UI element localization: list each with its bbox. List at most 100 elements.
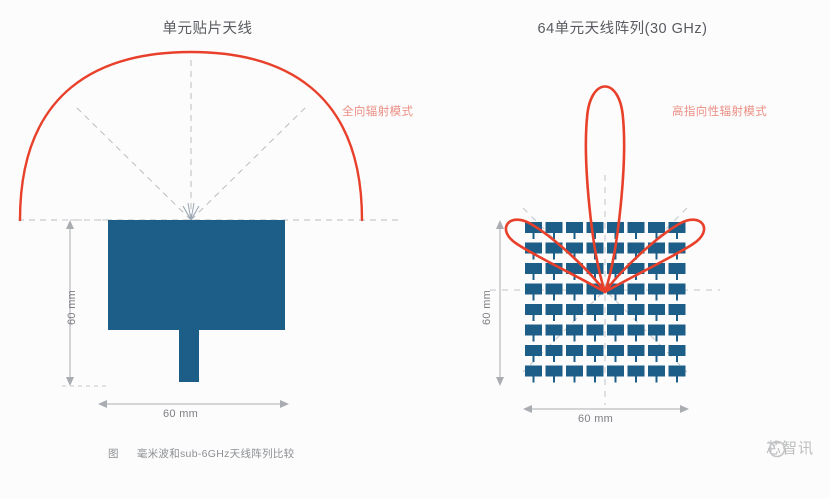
array-element-patch	[545, 283, 563, 295]
patch-antenna-body	[108, 220, 285, 330]
array-element-stub	[532, 253, 535, 260]
array-element-stub	[676, 253, 678, 260]
dimension-arrow-down-icon-right	[496, 377, 504, 386]
array-element-patch	[545, 345, 563, 356]
array-element-patch	[607, 324, 624, 336]
dimension-arrow-up-icon	[66, 220, 74, 229]
array-element-stub	[635, 233, 637, 239]
array-element-stub	[614, 294, 617, 301]
array-element-stub	[532, 274, 535, 280]
array-element-patch	[566, 324, 583, 336]
array-element-patch	[648, 222, 665, 233]
array-element-patch	[545, 365, 563, 377]
array-element-stub	[532, 356, 535, 362]
array-element-stub	[676, 315, 678, 321]
array-element-stub	[553, 294, 555, 301]
side-lobe-right-pattern	[603, 218, 706, 294]
array-element-stub	[614, 356, 617, 362]
array-element-stub	[573, 233, 576, 239]
array-element-patch	[566, 283, 583, 295]
array-element-patch	[668, 283, 686, 295]
array-element-patch	[545, 242, 563, 254]
array-element-patch	[627, 345, 645, 356]
array-element-stub	[573, 253, 576, 260]
array-element-patch	[668, 345, 686, 356]
array-element-stub	[655, 233, 658, 239]
array-element-stub	[635, 335, 637, 342]
array-element-patch	[607, 283, 624, 295]
array-element-stub	[676, 356, 678, 362]
array-diagonal-dashed-2	[522, 207, 688, 373]
array-element-stub	[553, 315, 555, 321]
array-element-patch	[566, 242, 583, 254]
array-element-stub	[553, 274, 555, 280]
array-element-stub	[594, 376, 596, 383]
watermark-text: 芯智讯	[765, 439, 814, 457]
array-element-stub	[655, 356, 658, 362]
patch-antenna-feed-stub	[179, 330, 199, 382]
array-element-patch	[627, 283, 645, 295]
array-element-patch	[607, 345, 624, 356]
array-element-patch	[525, 242, 542, 254]
array-element-patch	[668, 222, 686, 233]
antenna-array-elements	[525, 222, 686, 383]
array-element-patch	[627, 222, 645, 233]
panel-title-64-array: 64单元天线阵列(30 GHz)	[537, 21, 708, 37]
array-element-stub	[594, 356, 596, 362]
array-element-patch	[566, 222, 583, 233]
omnidirectional-radiation-pattern	[18, 50, 364, 222]
dimension-arrow-up-icon-right	[496, 220, 504, 229]
array-element-stub	[553, 233, 555, 239]
array-element-stub	[532, 376, 535, 383]
array-element-patch	[545, 222, 563, 233]
array-element-stub	[573, 274, 576, 280]
array-element-stub	[553, 376, 555, 383]
array-diagram	[490, 85, 720, 413]
array-element-patch	[668, 242, 686, 254]
array-element-stub	[573, 294, 576, 301]
pattern-label-directional: 高指向性辐射模式	[672, 106, 768, 118]
array-element-stub	[573, 315, 576, 321]
array-element-patch	[627, 304, 645, 315]
array-element-stub	[655, 376, 658, 383]
array-element-stub	[573, 376, 576, 383]
array-element-patch	[566, 304, 583, 315]
array-element-stub	[553, 356, 555, 362]
array-diagonal-dashed-1	[522, 207, 688, 373]
array-element-patch	[525, 365, 542, 377]
array-element-stub	[676, 294, 678, 301]
array-element-patch	[648, 365, 665, 377]
array-element-patch	[648, 283, 665, 295]
array-element-stub	[655, 274, 658, 280]
array-element-stub	[614, 253, 617, 260]
array-element-stub	[614, 233, 617, 239]
array-element-stub	[594, 233, 596, 239]
array-element-stub	[635, 315, 637, 321]
dimension-arrow-right-icon-right	[680, 405, 689, 413]
dimension-arrow-right-icon	[280, 400, 289, 408]
array-element-stub	[676, 335, 678, 342]
array-element-stub	[676, 233, 678, 239]
array-element-stub	[614, 376, 617, 383]
watermark: 芯智讯	[766, 437, 814, 458]
array-element-stub	[655, 335, 658, 342]
array-element-stub	[532, 315, 535, 321]
array-element-stub	[594, 294, 596, 301]
panel-title-single-patch: 单元贴片天线	[162, 21, 253, 37]
circle-logo-icon	[767, 440, 786, 458]
panel-64-element-array: 64单元天线阵列(30 GHz) 高指向性辐射模式 60	[415, 0, 830, 498]
array-element-patch	[525, 283, 542, 295]
array-element-patch	[545, 324, 563, 336]
array-element-patch	[525, 345, 542, 356]
dimension-label-width-left: 60 mm	[163, 408, 199, 420]
array-element-patch	[525, 222, 542, 233]
array-element-patch	[586, 324, 604, 336]
array-element-stub	[676, 274, 678, 280]
pattern-label-omnidirectional: 全向辐射模式	[342, 106, 414, 118]
array-element-patch	[525, 304, 542, 315]
array-element-stub	[635, 376, 637, 383]
array-element-patch	[586, 263, 604, 274]
array-element-patch	[586, 345, 604, 356]
array-element-stub	[655, 253, 658, 260]
array-element-patch	[525, 263, 542, 274]
